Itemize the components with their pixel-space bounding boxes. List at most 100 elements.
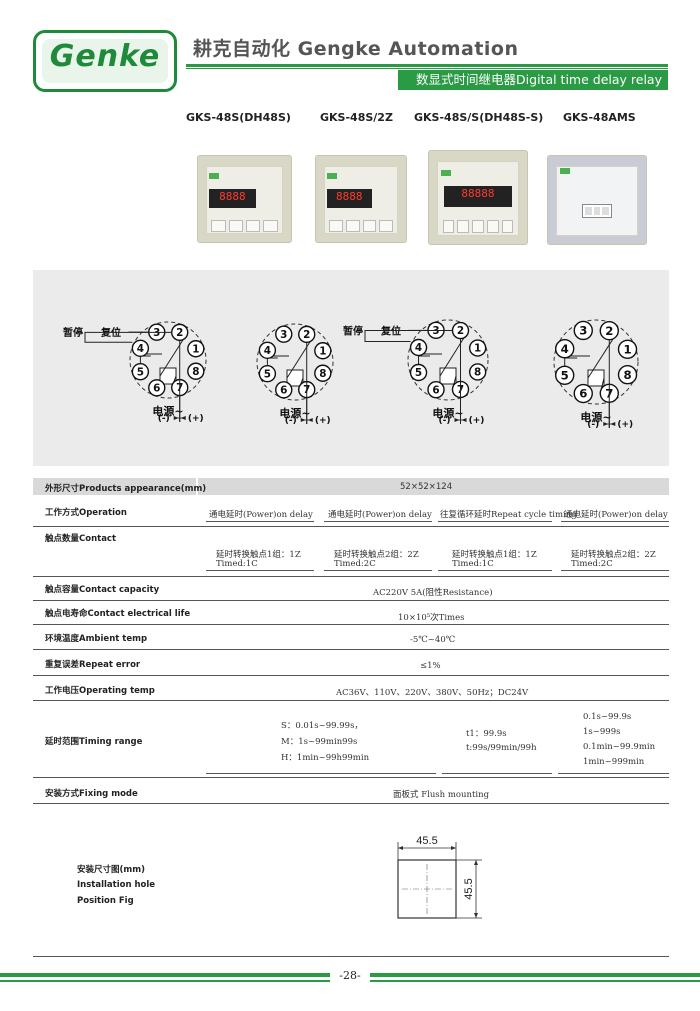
power-label: 电源~	[580, 410, 611, 424]
timing-col3-1: 0.1s~99.9s	[583, 712, 632, 722]
power-label: 电源~	[152, 404, 183, 418]
page-number: -28-	[330, 968, 370, 984]
pin-label-4: 4	[264, 345, 271, 357]
pin-1	[617, 339, 638, 359]
pin-label-3: 3	[280, 329, 287, 341]
plus-label: (+)	[188, 414, 204, 424]
arrow-head	[173, 416, 179, 420]
capacity-label: 触点容量Contact capacity	[45, 585, 160, 595]
operation-value-2: 通电延时(Power)on delay	[328, 510, 432, 520]
arrow-head	[300, 418, 306, 422]
pin-5	[258, 365, 277, 383]
install-label-en2: Position Fig	[77, 896, 134, 906]
operation-label: 工作方式Operation	[45, 508, 127, 518]
socket-outline	[407, 319, 489, 401]
contact-value-1a: 延时转换触点1组：1Z	[216, 550, 301, 560]
pin-6	[275, 381, 293, 399]
arrow-head	[307, 418, 313, 422]
pin-5	[409, 363, 428, 382]
install-label-cn: 安装尺寸图(mm)	[77, 865, 145, 875]
pause-wire	[84, 331, 172, 343]
timing-col2-1: t1：99.9s	[466, 729, 507, 739]
pin-label-5: 5	[561, 368, 569, 382]
pin-label-6: 6	[432, 384, 439, 396]
timing-col1-3: H：1min~99h99min	[281, 753, 370, 763]
ambient-value: -5℃~40℃	[410, 635, 456, 645]
pin-label-1: 1	[192, 343, 199, 355]
pin-8	[187, 362, 205, 380]
company-logo: Genke	[33, 30, 177, 92]
contact-value-4b: Timed:2C	[571, 559, 613, 569]
timing-label: 延时范围Timing range	[45, 737, 143, 747]
pin-label-3: 3	[579, 324, 587, 338]
pin-label-6: 6	[579, 387, 587, 401]
product-keys	[328, 219, 394, 232]
timing-col1-2: M：1s~99min99s	[281, 737, 358, 747]
pin-6	[573, 383, 593, 404]
pin-4	[131, 339, 150, 357]
product-display: 8888	[326, 188, 372, 208]
pin-label-5: 5	[415, 367, 422, 379]
pin-3	[573, 320, 593, 341]
capacity-value: AC220V 5A(阻性Resistance)	[373, 588, 493, 598]
pin-label-6: 6	[280, 384, 287, 396]
contact-value-2b: Timed:2C	[334, 559, 376, 569]
pin-label-2: 2	[457, 325, 464, 337]
model-label-4: GKS-48AMS	[563, 111, 636, 124]
product-thumbwheel	[582, 204, 612, 219]
timing-col3-4: 1min~999min	[583, 757, 645, 767]
pin-4	[555, 339, 575, 359]
pin-3	[275, 325, 293, 343]
operation-value-1: 通电延时(Power)on delay	[209, 510, 313, 520]
pin-2	[599, 321, 619, 341]
product-keys	[211, 219, 278, 232]
pin-8	[314, 364, 332, 382]
appearance-label: 外形尺寸Products appearance(mm)	[45, 484, 207, 494]
install-label-en1: Installation hole	[77, 880, 156, 890]
pin-label-5: 5	[137, 366, 144, 378]
contact-value-3b: Timed:1C	[452, 559, 494, 569]
contact-value-1b: Timed:1C	[216, 559, 258, 569]
pause-label: 暂停	[63, 326, 83, 339]
pin-label-1: 1	[319, 345, 326, 357]
product-display: 8888	[209, 188, 256, 208]
voltage-label: 工作电压Operating temp	[45, 686, 155, 696]
model-label-2: GKS-48S/2Z	[320, 111, 393, 124]
pin-1	[314, 342, 332, 360]
wiring-diagrams: 12345678电源~(-)(+)复位暂停12345678电源~(-)(+)12…	[63, 319, 639, 430]
pin-1	[187, 340, 205, 358]
product-image-4	[547, 155, 647, 245]
socket-outline	[256, 323, 334, 401]
install-width-label: 45.5	[416, 835, 437, 847]
pin-label-1: 1	[623, 342, 631, 356]
timing-col1-1: S：0.01s~99.99s，	[281, 721, 363, 731]
pin-label-2: 2	[303, 329, 310, 341]
logo-text: Genke	[49, 39, 161, 74]
pin-8	[617, 365, 638, 385]
coil-box	[587, 369, 605, 387]
product-image-2: 8888	[315, 155, 407, 243]
minus-label: (-)	[439, 416, 451, 426]
plus-label: (+)	[315, 416, 331, 426]
contact-value-4a: 延时转换触点2组：2Z	[571, 550, 656, 560]
minus-label: (-)	[285, 416, 297, 426]
ambient-label: 环境温度Ambient temp	[45, 634, 148, 644]
life-value: 10×10⁵次Times	[398, 613, 465, 623]
pause-label: 暂停	[343, 324, 363, 337]
power-label: 电源~	[279, 406, 310, 420]
operation-value-3: 往复循环延时Repeat cycle timing	[440, 510, 577, 520]
model-label-1: GKS-48S(DH48S)	[186, 111, 291, 124]
minus-label: (-)	[158, 414, 170, 424]
appearance-value: 52×52×124	[400, 482, 453, 492]
contact-value-2a: 延时转换触点2组：2Z	[334, 550, 419, 560]
socket-outline	[129, 321, 207, 399]
contact-value-3a: 延时转换触点1组：1Z	[452, 550, 537, 560]
pin-8	[468, 363, 487, 381]
timing-col3-2: 1s~999s	[583, 727, 621, 737]
power-label: 电源~	[432, 406, 463, 420]
timing-col2-2: t:99s/99min/99h	[466, 743, 537, 753]
pause-wire	[364, 330, 453, 342]
arrow-head	[461, 418, 467, 422]
pin-5	[555, 365, 575, 385]
contact-label: 触点数量Contact	[45, 534, 117, 544]
